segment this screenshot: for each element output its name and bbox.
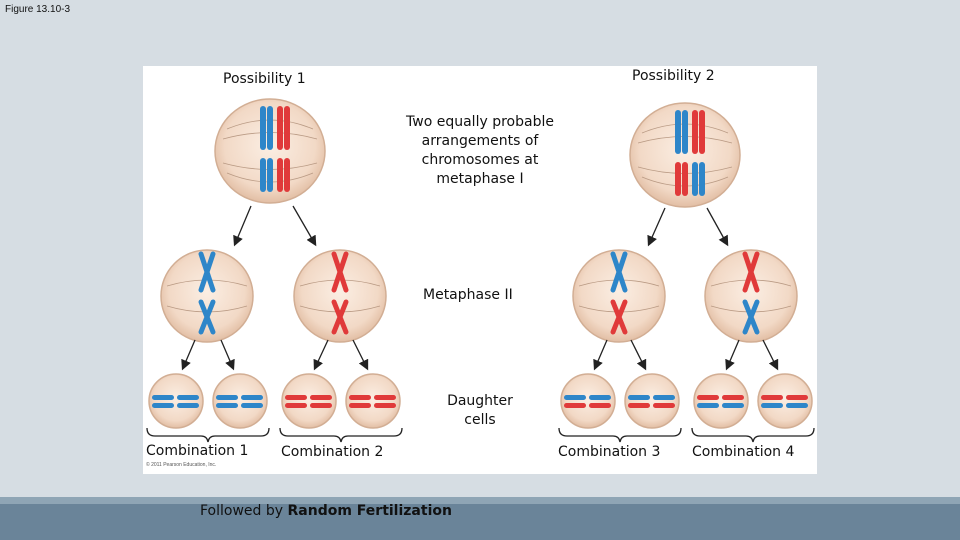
combination-4-label: Combination 4 [692, 444, 795, 460]
combination-2-label: Combination 2 [281, 444, 384, 460]
footer-band [0, 504, 960, 540]
combination-1-label: Combination 1 [146, 443, 249, 459]
copyright-notice: © 2011 Pearson Education, Inc. [146, 462, 217, 468]
metaphase-2-cell-3 [572, 249, 666, 343]
arrows-meiosis-2 [181, 339, 779, 371]
daughter-line-1: Daughter [447, 393, 513, 409]
daughter-cells-combination-4 [693, 373, 813, 429]
daughter-line-2: cells [464, 412, 496, 428]
metaphase-2-cell-4 [704, 249, 798, 343]
figure-label: Figure 13.10-3 [5, 4, 71, 15]
metaphase-2-label: Metaphase II [423, 287, 513, 303]
metaphase-1-cell-possibility-2 [629, 102, 741, 208]
meiosis-diagram [146, 98, 815, 443]
possibility-1-label: Possibility 1 [223, 71, 306, 87]
footer-band-accent [0, 497, 960, 507]
caption-line-2: arrangements of [421, 133, 539, 149]
metaphase-1-caption: Two equally probable arrangements of chr… [388, 113, 572, 189]
possibility-2-label: Possibility 2 [632, 68, 715, 84]
metaphase-2-cell-1 [160, 249, 254, 343]
combination-braces [146, 427, 815, 443]
caption-line-1: Two equally probable [406, 114, 554, 130]
diagram-panel: Possibility 1 Possibility 2 Two equally … [143, 66, 817, 474]
caption-line-3: chromosomes at [421, 152, 539, 168]
footer-note: Followed by Random Fertilization [200, 503, 452, 519]
footer-prefix: Followed by [200, 503, 288, 519]
metaphase-2-cell-2 [293, 249, 387, 343]
arrows-meiosis-1 [233, 205, 729, 247]
daughter-cells-combination-1 [148, 373, 268, 429]
daughter-cells-label: Daughter cells [435, 392, 525, 430]
caption-line-4: metaphase I [436, 171, 524, 187]
daughter-cells-combination-3 [560, 373, 680, 429]
footer-bold: Random Fertilization [287, 503, 452, 519]
combination-3-label: Combination 3 [558, 444, 661, 460]
metaphase-1-cell-possibility-1 [214, 98, 326, 204]
daughter-cells-combination-2 [281, 373, 401, 429]
